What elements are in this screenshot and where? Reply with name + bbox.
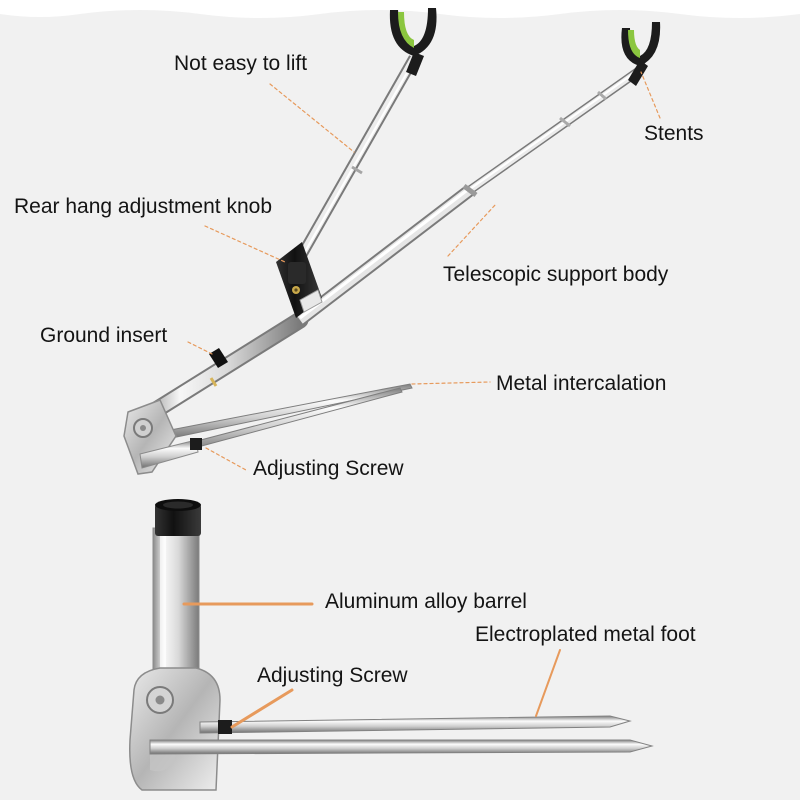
leader-lines bbox=[182, 71, 661, 729]
label-adjusting-screw-top: Adjusting Screw bbox=[253, 457, 404, 480]
label-metal-intercalation: Metal intercalation bbox=[496, 372, 667, 395]
label-adjusting-screw-bottom: Adjusting Screw bbox=[257, 664, 408, 687]
label-not-easy-to-lift: Not easy to lift bbox=[174, 52, 308, 75]
label-ground-insert: Ground insert bbox=[40, 324, 168, 347]
label-aluminum-alloy-barrel: Aluminum alloy barrel bbox=[325, 590, 527, 613]
adjusting-screw-bottom-part bbox=[218, 720, 232, 734]
stent-head-left bbox=[389, 8, 437, 76]
barrel-cap bbox=[155, 504, 201, 536]
rear-hang-knob bbox=[276, 242, 323, 318]
electroplated-metal-foot bbox=[149, 715, 654, 755]
label-rear-hang-adjustment-knob: Rear hang adjustment knob bbox=[14, 195, 272, 218]
top-wave-edge bbox=[0, 0, 800, 18]
rear-arm bbox=[291, 55, 419, 268]
label-stents: Stents bbox=[644, 122, 704, 145]
ground-insert-collar bbox=[209, 348, 228, 387]
telescopic-support-body bbox=[131, 66, 643, 429]
barrel-foot-assembly bbox=[129, 499, 654, 791]
label-telescopic-support-body: Telescopic support body bbox=[443, 263, 669, 286]
stent-head-right bbox=[621, 22, 661, 86]
rod-holder-assembly bbox=[123, 8, 661, 475]
hinge-block-top bbox=[123, 399, 202, 475]
label-electroplated-metal-foot: Electroplated metal foot bbox=[475, 623, 696, 646]
